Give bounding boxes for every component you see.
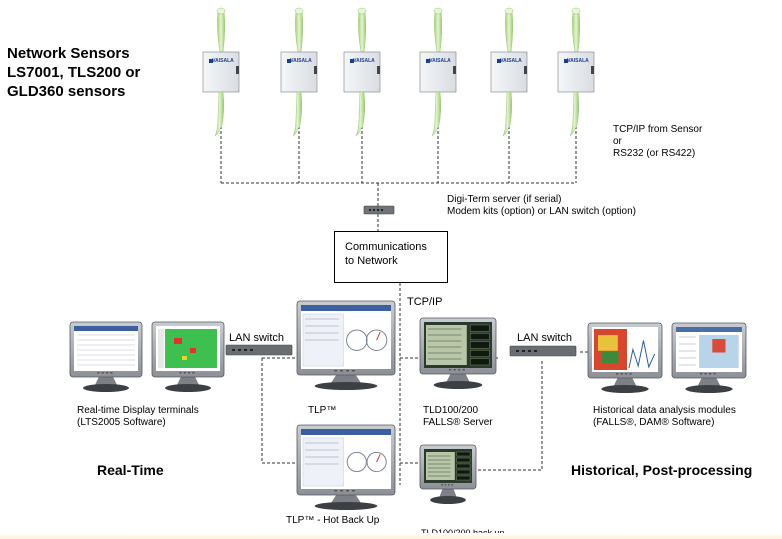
sensor-group: VAISALA VAISALA VAISALA VAISALA VAISALA VAISA… [202,7,595,137]
bottom-border [0,533,782,539]
network-sensors-title: Network Sensors LS7001, TLS200 or GLD360… [7,44,140,101]
lightning-sensor: VAISALA [419,7,457,137]
sensor-link-line-1: TCP/IP from Sensor [613,124,703,135]
sensor-link-note: TCP/IP from Sensor or RS232 (or RS422) [613,124,702,160]
lan-switch-left-device [225,344,293,356]
tlp-backup-monitor [296,424,396,510]
lightning-sensor: VAISALA [343,7,381,137]
tlp-caption: TLP™ [308,405,337,416]
realtime-terminals-caption: Real-time Display terminals (LTS2005 Sof… [77,405,199,429]
sensor-brand-text: VAISALA [567,58,589,64]
sensor-brand-text: VAISALA [212,58,234,64]
lan-switch-left-label: LAN switch [229,332,285,344]
tld-server-monitor [419,317,497,389]
comm-line-2: to Network [345,255,398,267]
lightning-sensor: VAISALA [490,7,528,137]
comm-line-1: Communications [345,241,427,253]
lan-switch-right-device [509,345,577,357]
connection-lines [220,121,588,485]
sensor-brand-text: VAISALA [500,58,522,64]
digiterm-line-2: Modem kits (option) or LAN switch (optio… [447,206,636,217]
digiterm-line-1: Digi-Term server (if serial) [447,194,562,205]
lan-switch-right-label: LAN switch [517,332,573,344]
realtime-terminal-1-monitor [69,321,143,392]
realtime-terminals-line-2: (LTS2005 Software) [77,417,166,428]
communications-box: Communications to Network [334,231,448,283]
realtime-terminal-2-monitor [151,321,225,392]
sensor-brand-text: VAISALA [429,58,451,64]
historical-modules-line-2: (FALLS®, DAM® Software) [593,417,715,428]
digiterm-note: Digi-Term server (if serial) Modem kits … [447,194,636,218]
tld-server-line-2: FALLS® Server [423,417,493,428]
tld-backup-monitor [419,444,477,504]
lightning-sensor: VAISALA [202,7,240,137]
sensor-brand-text: VAISALA [353,58,375,64]
historical-section-label: Historical, Post-processing [571,462,753,478]
tlp-monitor [296,300,396,390]
tld-server-line-1: TLD100/200 [423,405,479,416]
sensor-link-line-3: RS232 (or RS422) [613,148,696,159]
historical-module-1-monitor [587,322,663,393]
lightning-sensor: VAISALA [280,7,318,137]
sensor-brand-text: VAISALA [290,58,312,64]
title-line-1: Network Sensors [7,45,130,62]
historical-modules-line-1: Historical data analysis modules [593,405,736,416]
realtime-terminals-line-1: Real-time Display terminals [77,405,199,416]
historical-module-2-monitor [671,322,747,393]
digiterm-switch [363,205,395,215]
tld-server-caption: TLD100/200 FALLS® Server [423,405,493,429]
title-line-3: GLD360 sensors [7,83,126,100]
tlp-backup-caption: TLP™ - Hot Back Up [286,515,380,526]
lightning-sensor: VAISALA [557,7,595,137]
sensor-link-line-2: or [613,136,622,147]
historical-modules-caption: Historical data analysis modules (FALLS®… [593,405,736,429]
title-line-2: LS7001, TLS200 or [7,64,141,81]
realtime-section-label: Real-Time [97,462,164,478]
tcpip-label: TCP/IP [407,296,443,308]
